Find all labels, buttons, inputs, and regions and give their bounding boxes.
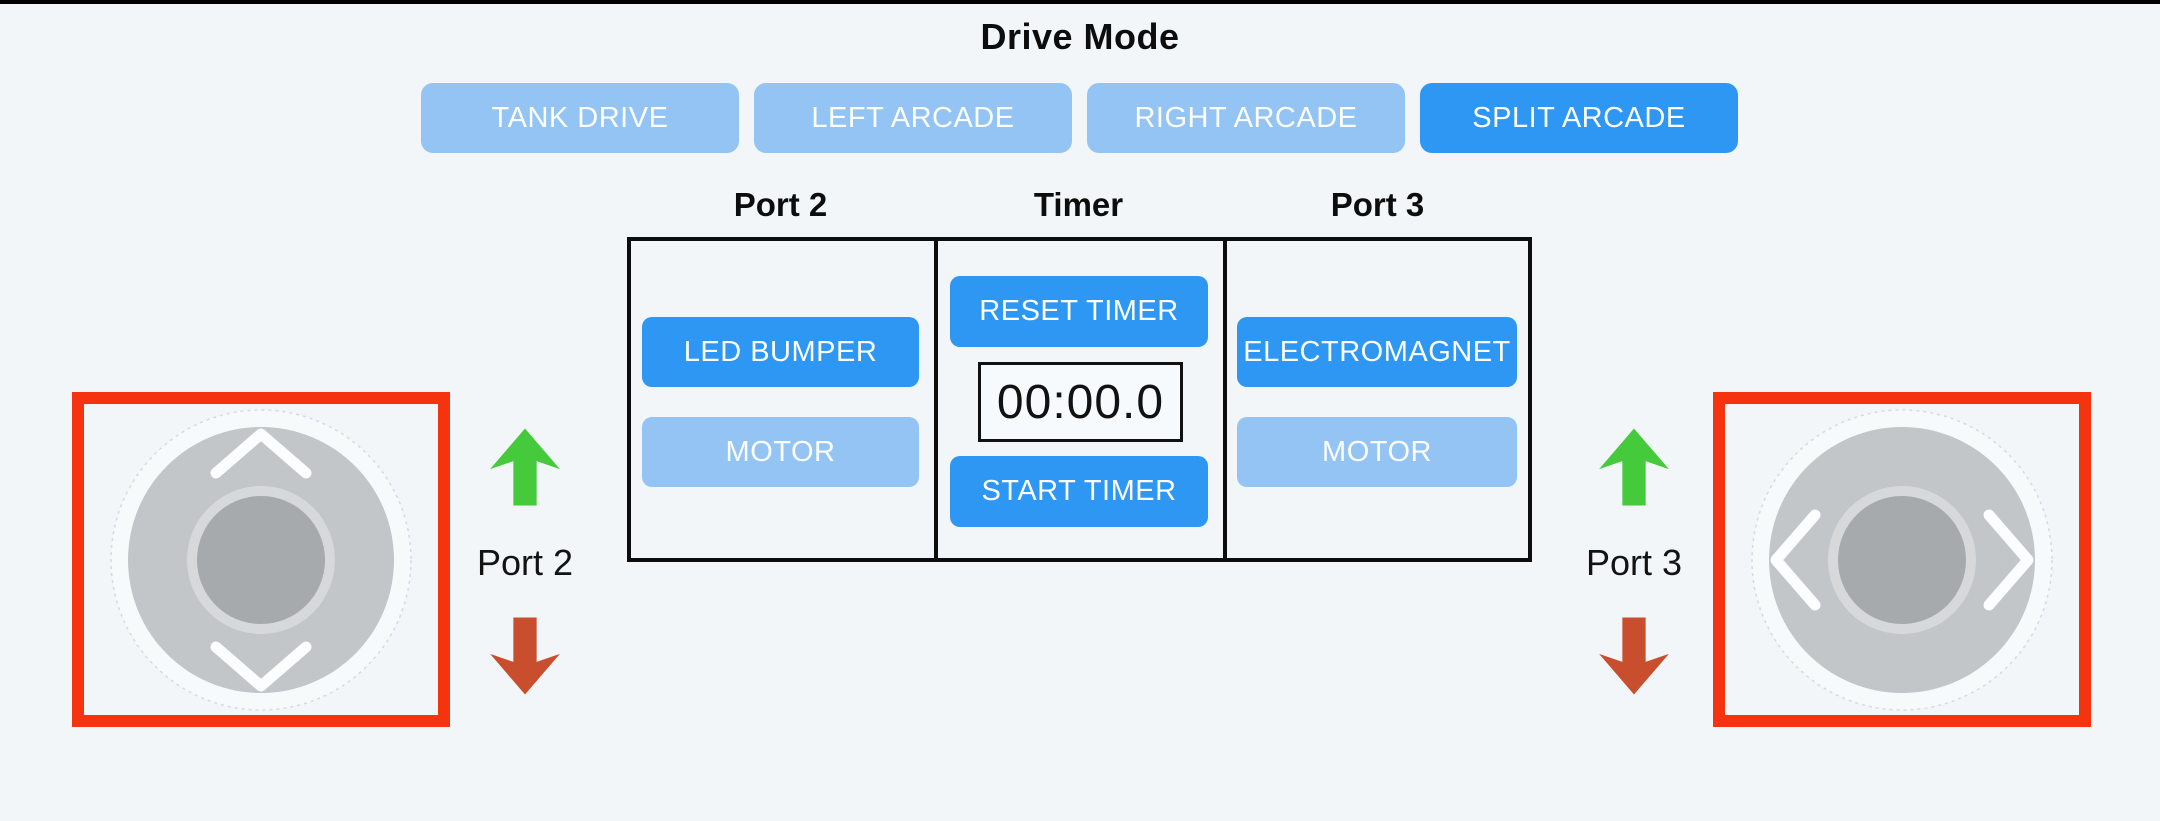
up-arrow-icon bbox=[1599, 428, 1669, 506]
led-bumper-button[interactable]: LED BUMPER bbox=[642, 317, 919, 387]
chevron-down-icon bbox=[210, 641, 312, 691]
up-arrow-icon bbox=[490, 428, 560, 506]
knob-ring bbox=[187, 485, 335, 634]
right-arcade-button[interactable]: RIGHT ARCADE bbox=[1087, 83, 1405, 153]
control-board-table bbox=[627, 237, 1532, 562]
right-port-label: Port 3 bbox=[1585, 542, 1683, 583]
joystick-knob[interactable] bbox=[197, 495, 325, 624]
drive-mode-selector: TANK DRIVE LEFT ARCADE RIGHT ARCADE SPLI… bbox=[421, 83, 1738, 153]
down-arrow-icon bbox=[490, 617, 560, 695]
port2-motor-button[interactable]: MOTOR bbox=[642, 417, 919, 487]
drive-mode-title: Drive Mode bbox=[980, 16, 1180, 57]
right-joystick[interactable] bbox=[1747, 405, 2057, 715]
tank-drive-button[interactable]: TANK DRIVE bbox=[421, 83, 739, 153]
column-divider bbox=[1223, 241, 1227, 558]
electromagnet-button[interactable]: ELECTROMAGNET bbox=[1237, 317, 1517, 387]
reset-timer-button[interactable]: RESET TIMER bbox=[950, 276, 1208, 347]
chevron-up-icon bbox=[210, 428, 312, 478]
left-port-label: Port 2 bbox=[476, 542, 574, 583]
timer-display: 00:00.0 bbox=[978, 362, 1183, 442]
knob-ring bbox=[1828, 485, 1976, 634]
left-arcade-button[interactable]: LEFT ARCADE bbox=[754, 83, 1072, 153]
down-arrow-icon bbox=[1599, 617, 1669, 695]
top-border bbox=[0, 0, 2160, 4]
split-arcade-button[interactable]: SPLIT ARCADE bbox=[1420, 83, 1738, 153]
port2-column-header: Port 2 bbox=[733, 186, 828, 223]
port3-motor-button[interactable]: MOTOR bbox=[1237, 417, 1517, 487]
left-joystick-frame bbox=[72, 392, 450, 727]
chevron-left-icon bbox=[1770, 509, 1821, 610]
chevron-right-icon bbox=[1983, 509, 2034, 610]
left-joystick[interactable] bbox=[106, 405, 416, 715]
right-joystick-frame bbox=[1713, 392, 2091, 727]
port3-column-header: Port 3 bbox=[1330, 186, 1425, 223]
column-divider bbox=[934, 241, 938, 558]
start-timer-button[interactable]: START TIMER bbox=[950, 456, 1208, 527]
timer-column-header: Timer bbox=[1033, 186, 1124, 223]
joystick-knob[interactable] bbox=[1838, 495, 1966, 624]
